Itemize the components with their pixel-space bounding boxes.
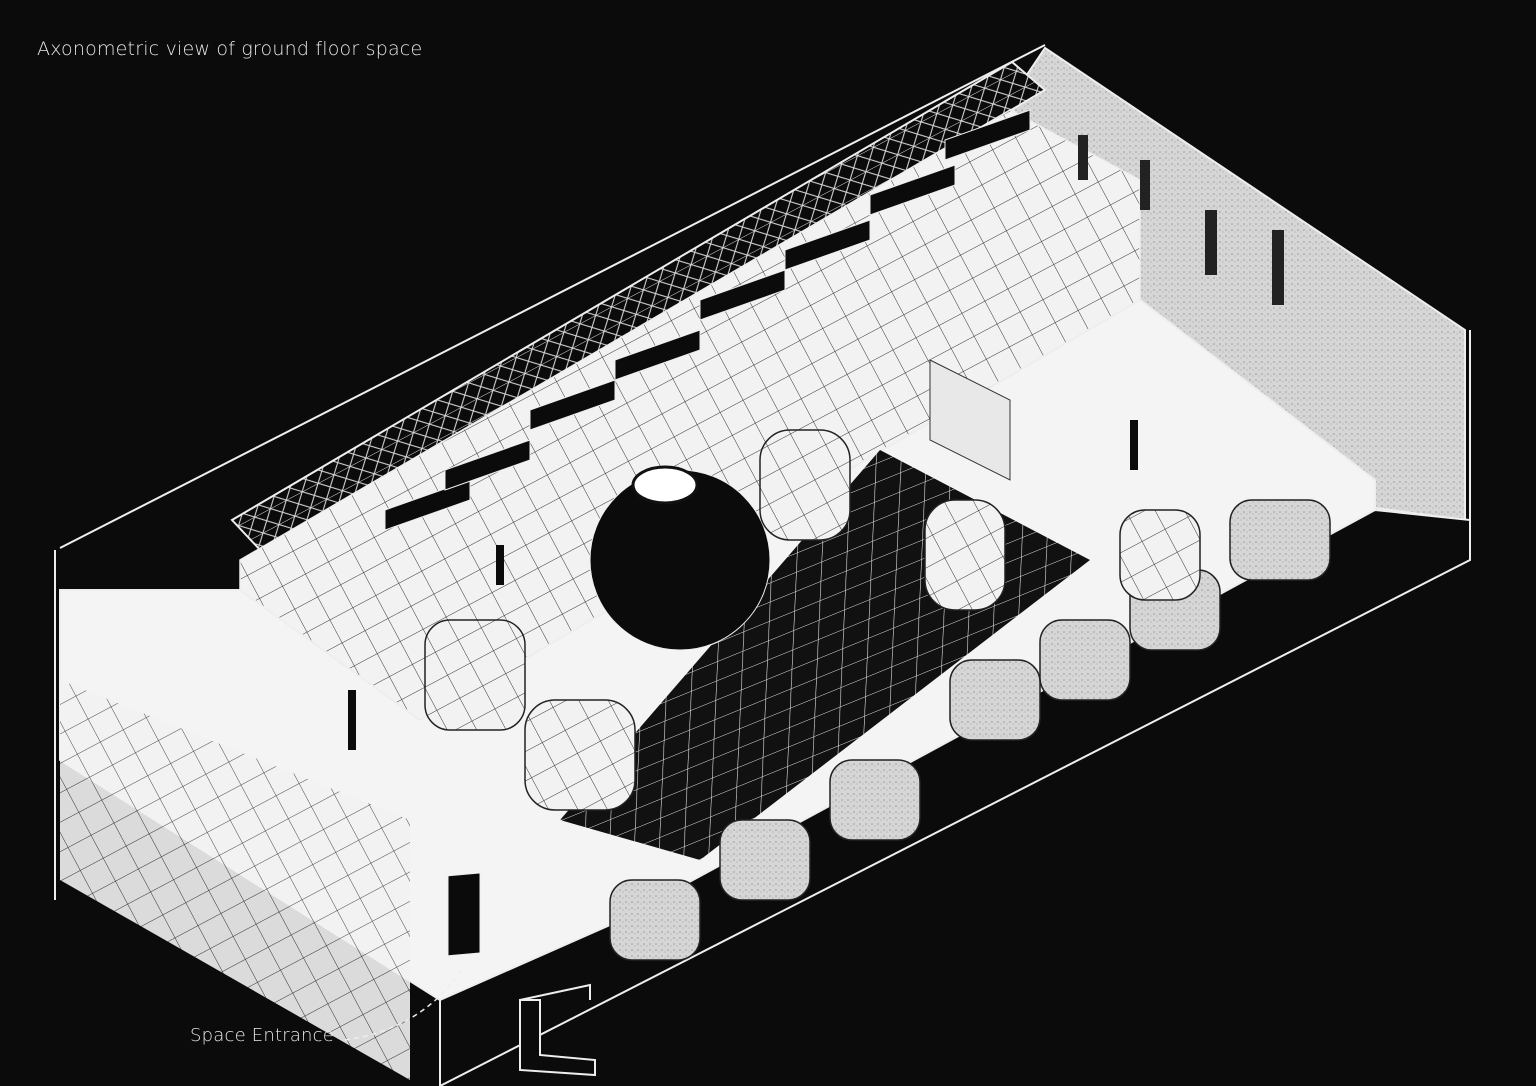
human-figures [348, 420, 1138, 750]
staircase [929, 359, 1011, 481]
booths [609, 499, 1331, 961]
lower-floor-grid [60, 680, 410, 1080]
statues [1078, 135, 1284, 305]
tiled-pods [424, 429, 1201, 811]
roof-beams [384, 109, 1031, 531]
roof-truss [230, 60, 1047, 554]
entrance-door [447, 872, 481, 957]
entrance-counter [519, 983, 596, 1077]
dome-oculus [631, 465, 699, 505]
space-entrance-label: Space Entrance [190, 1025, 335, 1046]
drawing-title: Axonometric view of ground floor space [37, 38, 423, 60]
